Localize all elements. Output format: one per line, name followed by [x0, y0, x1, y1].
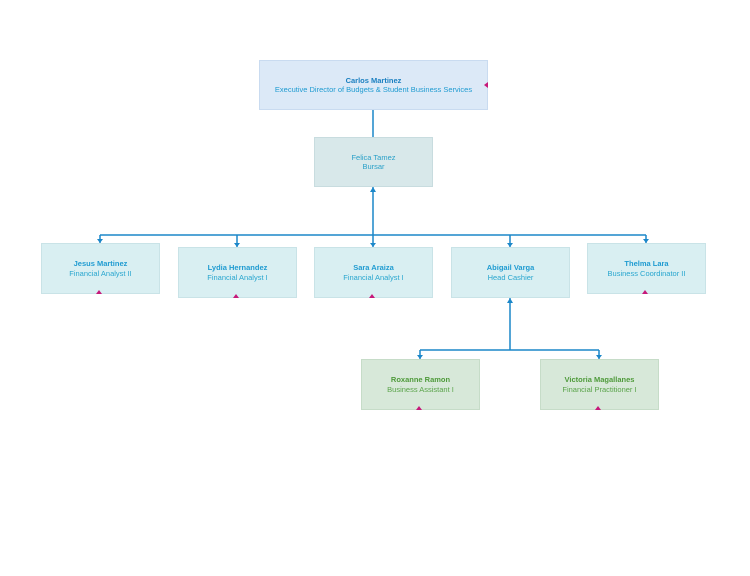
node-handle-icon[interactable]: [484, 82, 488, 88]
node-title: Financial Analyst II: [69, 268, 132, 278]
org-node-thelma-lara[interactable]: Thelma Lara Business Coordinator II: [587, 243, 706, 294]
org-node-bursar[interactable]: Felica Tamez Bursar: [314, 137, 433, 187]
org-node-director[interactable]: Carlos Martinez Executive Director of Bu…: [259, 60, 488, 110]
org-node-jesus-martinez[interactable]: Jesus Martinez Financial Analyst II: [41, 243, 160, 294]
node-handle-icon[interactable]: [642, 290, 648, 294]
node-name: Sara Araiza: [353, 263, 394, 273]
arrowhead-victoria: [596, 355, 602, 359]
org-node-victoria-magallanes[interactable]: Victoria Magallanes Financial Practition…: [540, 359, 659, 410]
node-title: Financial Analyst I: [343, 272, 404, 282]
node-title: Financial Practitioner I: [562, 384, 637, 394]
node-title: Executive Director of Budgets & Student …: [274, 85, 473, 94]
node-title: Business Coordinator II: [607, 268, 686, 278]
node-name: Felica Tamez: [351, 152, 396, 162]
arrowhead-lydia: [234, 243, 240, 247]
node-name: Lydia Hernandez: [207, 263, 268, 273]
node-name: Carlos Martinez: [345, 75, 402, 85]
org-node-abigail-varga[interactable]: Abigail Varga Head Cashier: [451, 247, 570, 298]
node-name: Roxanne Ramon: [390, 375, 451, 385]
node-name: Thelma Lara: [624, 259, 669, 269]
node-handle-icon[interactable]: [96, 290, 102, 294]
node-title: Financial Analyst I: [207, 272, 268, 282]
node-handle-icon[interactable]: [416, 406, 422, 410]
arrowhead-abigail-up: [507, 298, 513, 303]
org-node-roxanne-ramon[interactable]: Roxanne Ramon Business Assistant I: [361, 359, 480, 410]
node-handle-icon[interactable]: [595, 406, 601, 410]
node-title: Bursar: [362, 162, 385, 171]
arrowhead-thelma: [643, 239, 649, 243]
arrowhead-jesus: [97, 239, 103, 243]
node-name: Jesus Martinez: [73, 259, 128, 269]
org-node-sara-araiza[interactable]: Sara Araiza Financial Analyst I: [314, 247, 433, 298]
node-name: Abigail Varga: [486, 263, 535, 273]
node-title: Business Assistant I: [387, 384, 454, 394]
arrowhead-bursar: [370, 187, 376, 192]
arrowhead-sara: [370, 243, 376, 247]
node-handle-icon[interactable]: [369, 294, 375, 298]
node-handle-icon[interactable]: [233, 294, 239, 298]
org-node-lydia-hernandez[interactable]: Lydia Hernandez Financial Analyst I: [178, 247, 297, 298]
node-name: Victoria Magallanes: [564, 375, 635, 385]
arrowhead-abigail: [507, 243, 513, 247]
node-title: Head Cashier: [487, 272, 534, 282]
arrowhead-roxanne: [417, 355, 423, 359]
